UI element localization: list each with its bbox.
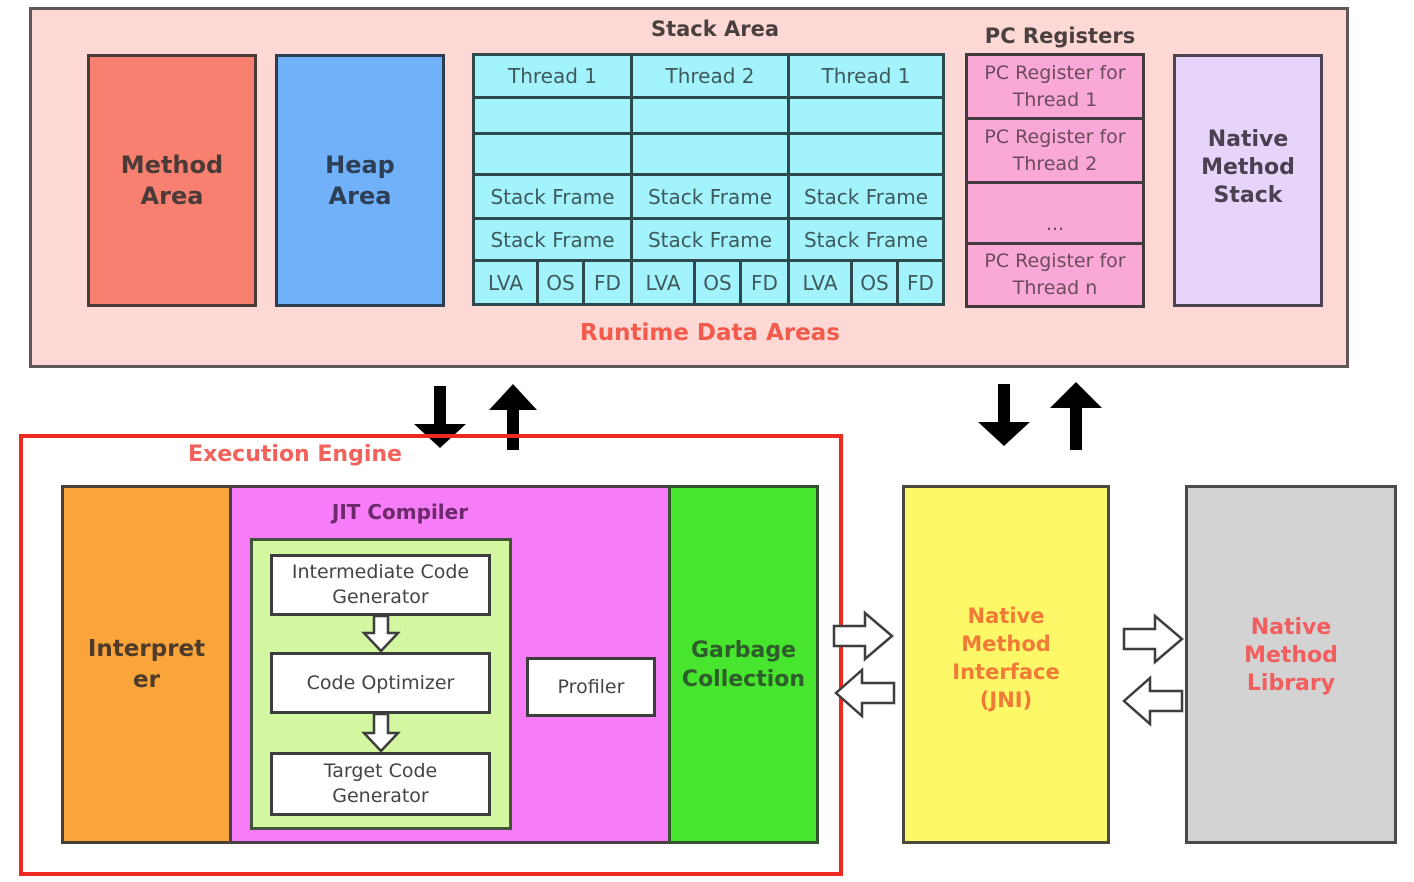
right-hollow-arrow-icon — [832, 610, 894, 662]
native-method-stack-line1: Native — [1207, 127, 1289, 152]
frame-data: FD — [751, 270, 778, 295]
pc-register-divider — [968, 242, 1142, 245]
operand-stack: OS — [546, 270, 575, 295]
frame-data: FD — [594, 270, 621, 295]
stack-row-divider — [475, 217, 942, 220]
method-area-label-line1: Method — [120, 150, 224, 179]
stack-part-divider — [896, 259, 899, 303]
code-optimizer: Code Optimizer — [270, 652, 491, 714]
pc-register-thread: Thread 1 — [1012, 88, 1098, 111]
local-variable-array: LVA — [802, 270, 838, 295]
tcg-label-line2: Generator — [332, 785, 429, 807]
stack-part-divider — [693, 259, 696, 303]
tcg-label-line1: Target Code — [323, 760, 438, 782]
pc-register-label: PC Register for — [984, 61, 1126, 84]
thread-header: Thread 2 — [665, 64, 755, 88]
execution-engine-frame — [19, 434, 843, 876]
thread-header: Thread 1 — [821, 64, 911, 88]
jni-label-line3: Interface — [952, 659, 1060, 684]
interpreter: Interpret er — [61, 485, 232, 844]
stack-area-grid: Thread 1 Stack Frame Stack Frame LVA OS … — [472, 53, 945, 306]
icg-label-line1: Intermediate Code — [291, 561, 470, 583]
operand-stack: OS — [860, 270, 889, 295]
pc-register-thread: Thread n — [1012, 277, 1098, 299]
operand-stack: OS — [703, 270, 732, 295]
stack-part-divider — [739, 259, 742, 303]
down-hollow-arrow-icon — [361, 614, 401, 653]
heap-area-label-line1: Heap — [325, 150, 395, 179]
stack-part-divider — [536, 259, 539, 303]
up-arrow-icon — [1050, 382, 1102, 450]
stack-row-divider — [475, 259, 942, 262]
gc-label-line1: Garbage — [690, 637, 796, 663]
stack-row-divider — [475, 132, 942, 135]
interpreter-label-line2: er — [133, 666, 160, 693]
heap-area-label-line2: Area — [328, 181, 392, 210]
native-method-stack-line3: Stack — [1213, 183, 1283, 208]
local-variable-array: LVA — [487, 270, 524, 295]
icg-label-line2: Generator — [332, 586, 429, 608]
stack-area-title: Stack Area — [650, 17, 780, 41]
runtime-data-areas-title: Runtime Data Areas — [580, 320, 840, 346]
stack-frame: Stack Frame — [647, 184, 773, 209]
nml-label-line3: Library — [1246, 670, 1336, 696]
profiler: Profiler — [526, 657, 656, 717]
jni-label-line4: (JNI) — [979, 687, 1033, 712]
gc-label-line2: Collection — [681, 666, 806, 692]
stack-part-divider — [850, 259, 853, 303]
local-variable-array: LVA — [645, 270, 681, 295]
nml-label-line2: Method — [1244, 642, 1338, 668]
pc-register-ellipsis: ... — [1045, 212, 1065, 235]
stack-frame: Stack Frame — [490, 227, 615, 252]
stack-row-divider — [475, 96, 942, 99]
native-method-interface: Native Method Interface (JNI) — [902, 485, 1110, 844]
stack-frame: Stack Frame — [803, 184, 929, 209]
stack-frame: Stack Frame — [803, 227, 929, 252]
down-arrow-icon — [414, 386, 466, 448]
stack-thread-divider — [630, 56, 633, 303]
jni-label-line1: Native — [967, 603, 1045, 628]
native-method-library: Native Method Library — [1185, 485, 1397, 844]
thread-header: Thread 1 — [507, 64, 597, 88]
jit-compiler-title: JIT Compiler — [331, 500, 469, 524]
native-method-stack: Native Method Stack — [1173, 54, 1323, 307]
native-method-stack-line2: Method — [1201, 155, 1295, 180]
down-arrow-icon — [978, 384, 1030, 446]
pc-register-label: PC Register for — [984, 125, 1126, 148]
pc-register-thread: Thread 2 — [1012, 152, 1098, 175]
method-area-label-line2: Area — [140, 181, 204, 210]
stack-row-divider — [475, 173, 942, 176]
left-hollow-arrow-icon — [834, 667, 896, 719]
jni-label-line2: Method — [961, 631, 1051, 656]
frame-data: FD — [907, 270, 934, 295]
stack-frame: Stack Frame — [490, 184, 615, 209]
left-hollow-arrow-icon — [1122, 675, 1184, 727]
nml-label-line1: Native — [1250, 614, 1332, 640]
stack-part-divider — [582, 259, 585, 303]
pc-register-divider — [968, 117, 1142, 120]
interpreter-label-line1: Interpret — [87, 635, 206, 662]
up-arrow-icon — [489, 384, 537, 450]
right-hollow-arrow-icon — [1122, 613, 1184, 665]
pc-register-divider — [968, 181, 1142, 184]
down-hollow-arrow-icon — [361, 712, 401, 753]
pc-registers-title: PC Registers — [984, 24, 1136, 48]
stack-frame: Stack Frame — [647, 227, 773, 252]
pc-register-label: PC Register for — [984, 250, 1126, 272]
stack-thread-divider — [787, 56, 790, 303]
execution-engine-title: Execution Engine — [188, 441, 402, 467]
